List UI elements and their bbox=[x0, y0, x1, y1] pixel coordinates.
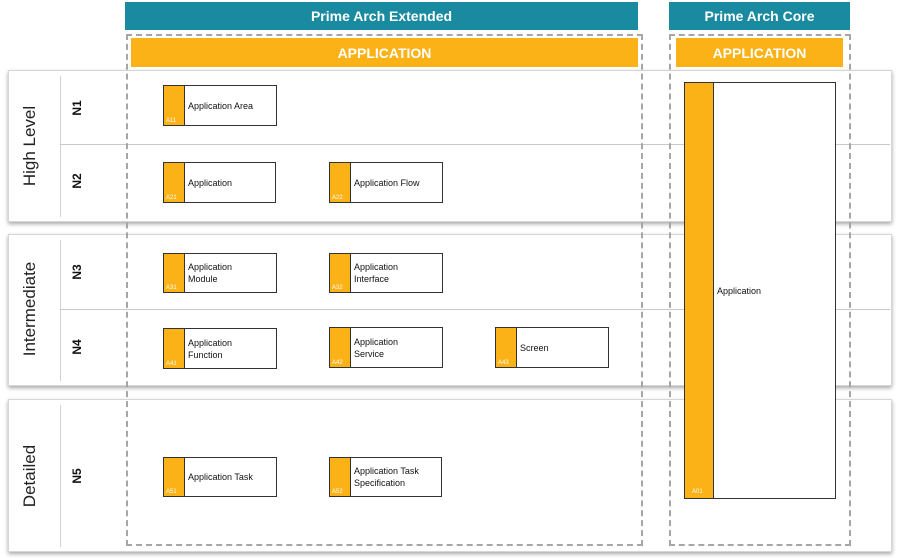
card-code: A31 bbox=[166, 285, 177, 291]
card-a11[interactable]: A11 Application Area bbox=[163, 85, 277, 126]
card-a31[interactable]: A31 Application Module bbox=[163, 253, 277, 293]
card-tab: A51 bbox=[164, 458, 185, 496]
card-code: A43 bbox=[498, 360, 509, 366]
card-tab: A21 bbox=[164, 163, 185, 202]
card-tab: A11 bbox=[164, 86, 185, 125]
row-label-n3: N3 bbox=[70, 264, 84, 280]
card-tab: A01 bbox=[685, 83, 714, 498]
card-label: Application Area bbox=[188, 100, 254, 111]
card-tab: A32 bbox=[330, 254, 351, 292]
section-header-application-core: APPLICATION bbox=[676, 38, 843, 67]
card-a21[interactable]: A21 Application bbox=[163, 162, 276, 203]
card-code: A42 bbox=[332, 360, 343, 366]
card-code: A01 bbox=[692, 489, 703, 495]
level-label-intermediate: Intermediate bbox=[20, 261, 39, 357]
level-label-high: High Level bbox=[20, 105, 39, 187]
row-separator-n1-n2 bbox=[60, 144, 890, 145]
card-a32[interactable]: A32 Application Interface bbox=[329, 253, 443, 293]
card-code: A51 bbox=[166, 489, 177, 495]
row-label-n5: N5 bbox=[70, 468, 84, 484]
row-label-n4: N4 bbox=[70, 339, 84, 355]
card-label: Application Interface bbox=[354, 262, 399, 284]
card-tab: A31 bbox=[164, 254, 185, 292]
card-a51[interactable]: A51 Application Task bbox=[163, 457, 277, 497]
column-header-core: Prime Arch Core bbox=[669, 2, 850, 30]
card-code: A22 bbox=[332, 195, 343, 201]
level-separator bbox=[60, 405, 61, 547]
extended-column-container bbox=[126, 34, 643, 546]
card-label: Application Service bbox=[354, 336, 399, 359]
level-label-detailed: Detailed bbox=[20, 444, 39, 508]
card-code: A11 bbox=[166, 118, 177, 124]
card-a01[interactable]: A01 Application bbox=[684, 82, 836, 499]
card-code: A32 bbox=[332, 285, 343, 291]
card-a52[interactable]: A52 Application Task Specification bbox=[329, 457, 442, 497]
card-code: A21 bbox=[166, 195, 177, 201]
card-a43[interactable]: A43 Screen bbox=[495, 327, 609, 368]
card-a22[interactable]: A22 Application Flow bbox=[329, 162, 443, 203]
row-label-n2: N2 bbox=[70, 173, 84, 189]
card-label: Application Function bbox=[188, 337, 233, 360]
card-a42[interactable]: A42 Application Service bbox=[329, 327, 443, 368]
card-code: A41 bbox=[166, 361, 177, 367]
card-a41[interactable]: A41 Application Function bbox=[163, 328, 277, 369]
row-separator-n3-n4 bbox=[60, 309, 890, 310]
card-label: Application Task bbox=[188, 472, 253, 482]
level-separator bbox=[60, 240, 61, 381]
section-header-application-extended: APPLICATION bbox=[131, 38, 638, 67]
row-label-n1: N1 bbox=[70, 100, 84, 116]
card-code: A52 bbox=[332, 489, 343, 495]
column-header-extended: Prime Arch Extended bbox=[125, 2, 638, 30]
card-tab: A41 bbox=[164, 329, 185, 368]
card-label: Application bbox=[188, 177, 233, 188]
card-label: Application Flow bbox=[354, 177, 420, 188]
card-tab: A52 bbox=[330, 458, 351, 496]
card-label: Application Module bbox=[188, 262, 233, 284]
card-tab: A43 bbox=[496, 328, 517, 367]
core-column-container bbox=[669, 34, 851, 546]
card-tab: A22 bbox=[330, 163, 351, 202]
card-label: Application Task Specification bbox=[354, 466, 419, 488]
card-tab: A42 bbox=[330, 328, 351, 367]
level-separator bbox=[60, 76, 61, 217]
card-label: Application bbox=[717, 285, 762, 296]
card-label: Screen bbox=[520, 342, 549, 353]
